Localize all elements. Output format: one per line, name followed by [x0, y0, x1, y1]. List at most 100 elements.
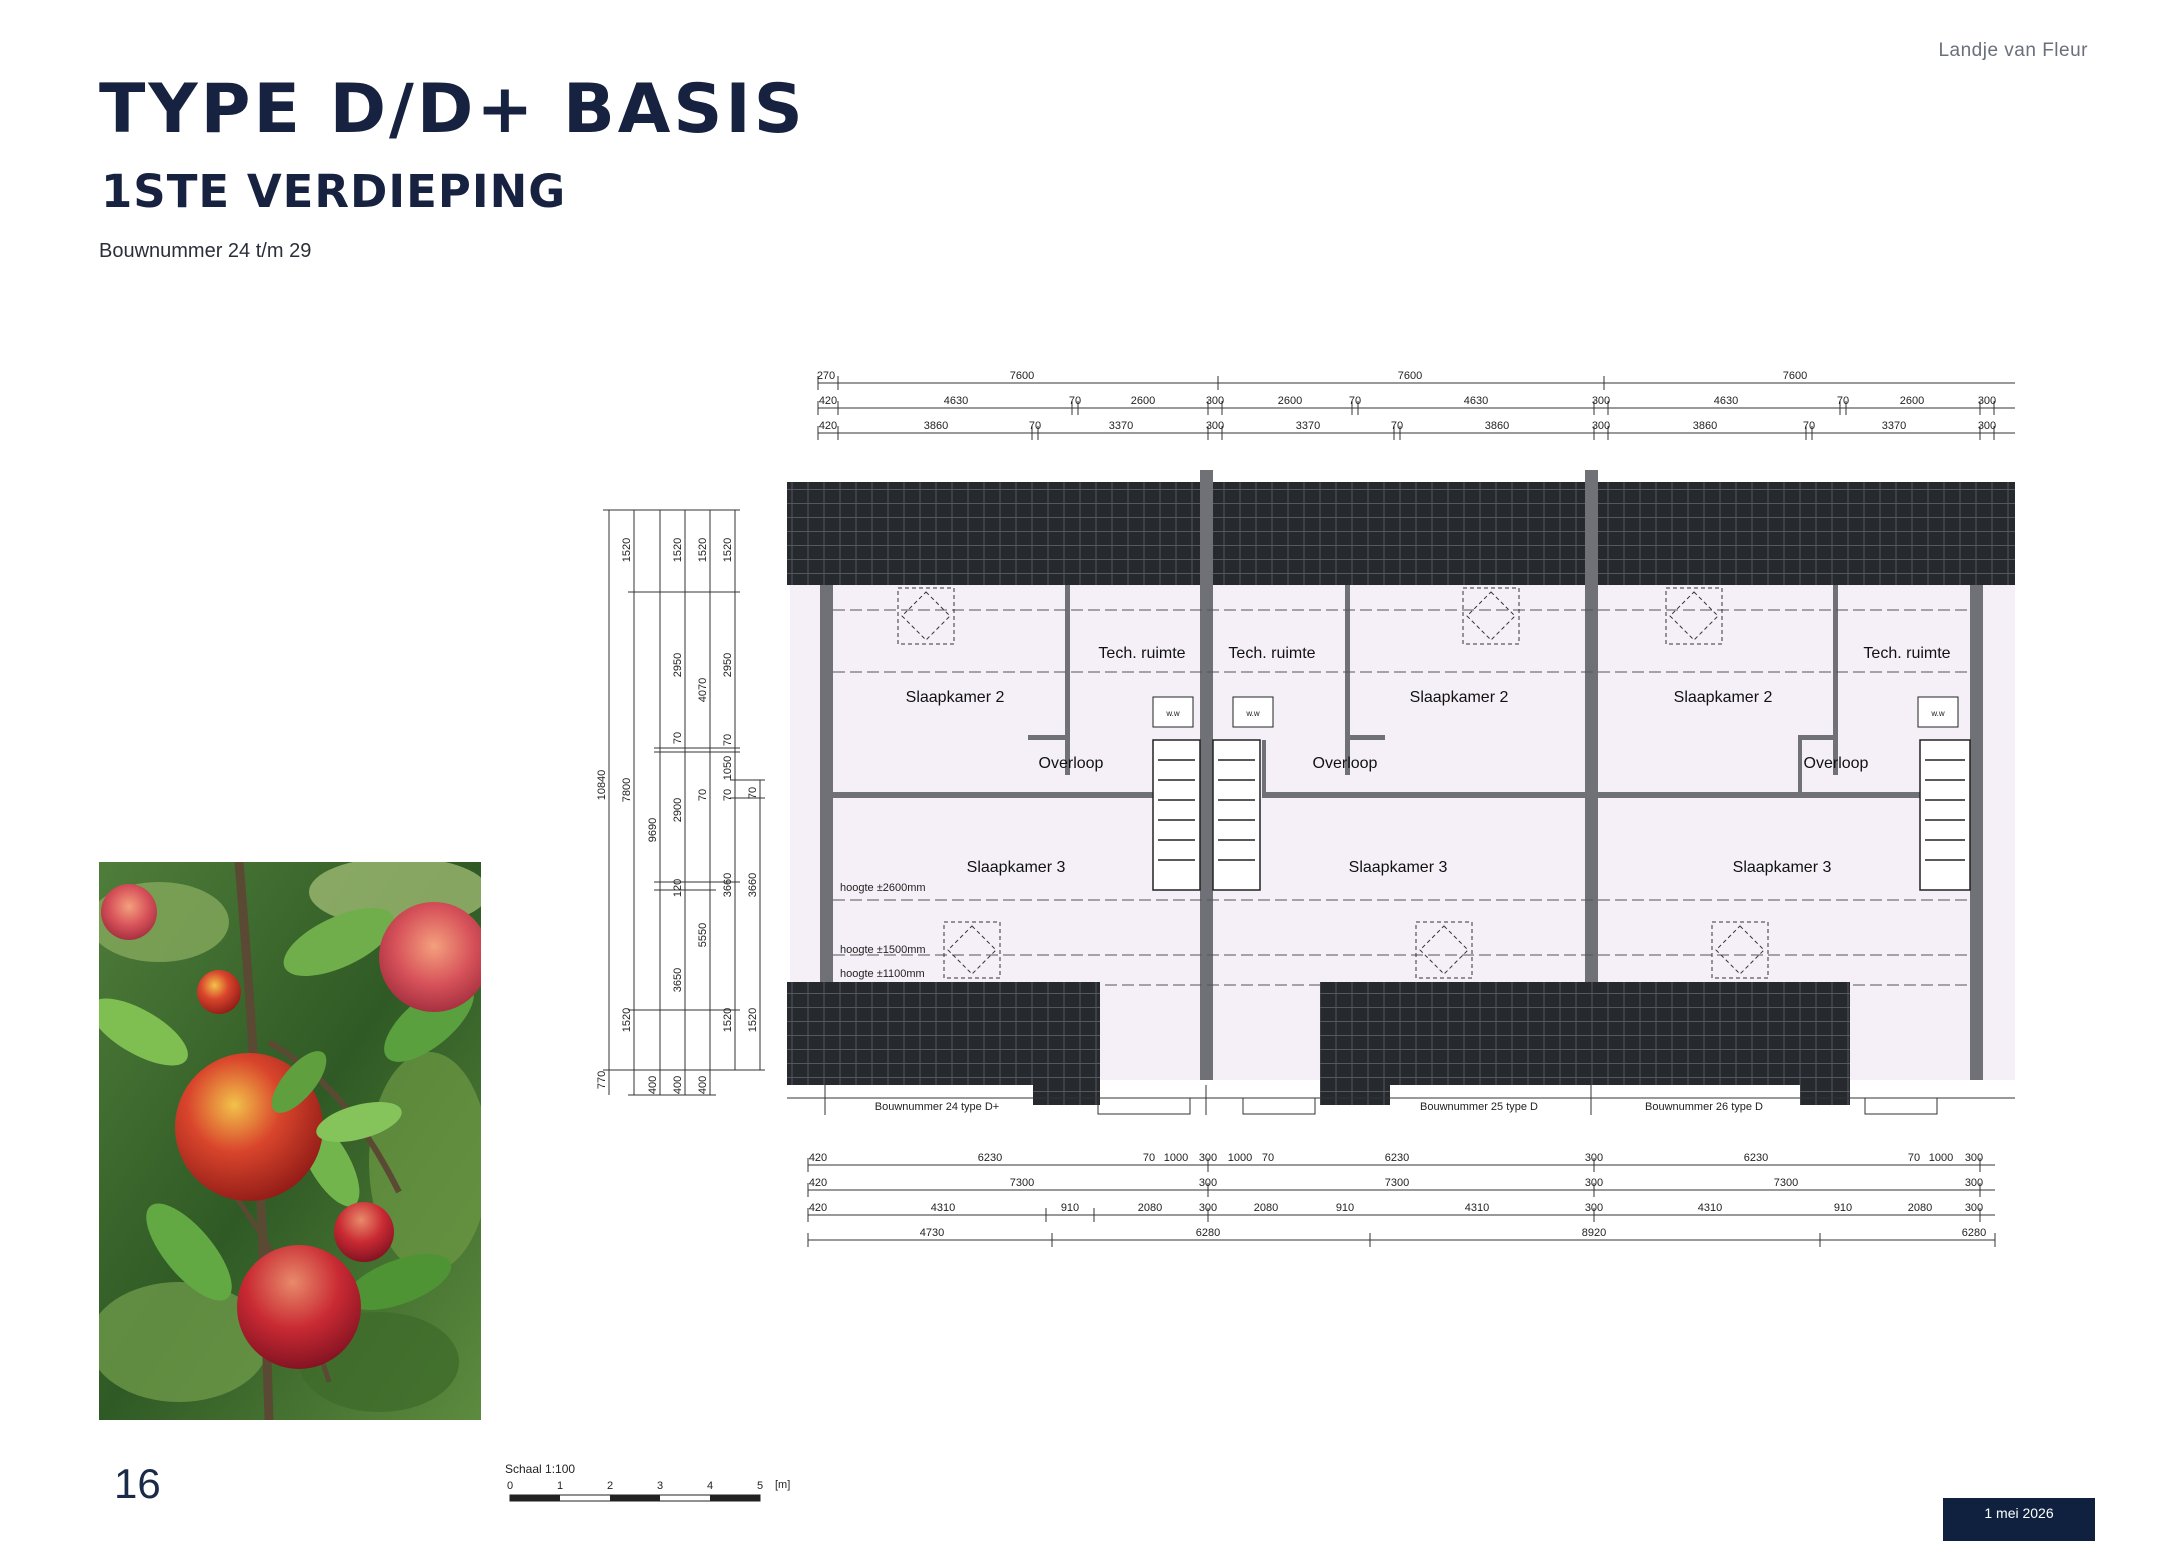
brand-name: Landje van Fleur: [1938, 40, 2088, 61]
apple-tree-photo: [99, 862, 481, 1420]
scale-tick-0: 0: [507, 1480, 513, 1492]
dim-left-1-0: 10840: [596, 770, 608, 801]
skylights: [897, 587, 1769, 979]
dim-top-3-2: 70: [1029, 420, 1041, 432]
dim-bot-1-0: 420: [809, 1152, 827, 1164]
ww-label-1: w.w: [1165, 709, 1180, 718]
dim-bot-2-4: 300: [1585, 1177, 1603, 1189]
dimensions-top: 270 7600 7600 7600 420 4630 70 2600 300 …: [817, 370, 2015, 440]
room-slaapkamer-2-b: Slaapkamer 2: [1410, 689, 1509, 706]
dim-left-6-5: 3660: [722, 873, 734, 897]
dim-bot-2-5: 7300: [1774, 1177, 1798, 1189]
scale-tick-2: 2: [607, 1480, 613, 1492]
dim-bot-2-0: 420: [809, 1177, 827, 1189]
roof-top: [787, 482, 2015, 585]
dim-left-2-2: 1520: [621, 1008, 633, 1032]
dim-left-5-2: 70: [697, 789, 709, 801]
dim-top-1-3: 7600: [1783, 370, 1807, 382]
ww-label-3: w.w: [1930, 709, 1945, 718]
ww-units: w.w w.w w.w: [1152, 696, 1959, 728]
room-tech-ruimte-3: Tech. ruimte: [1863, 645, 1950, 662]
dim-top-2-6: 70: [1349, 395, 1361, 407]
dim-top-3-4: 300: [1206, 420, 1224, 432]
dim-bot-3-0: 420: [809, 1202, 827, 1214]
dim-left-5-1: 4070: [697, 678, 709, 702]
dim-top-1-2: 7600: [1398, 370, 1422, 382]
dim-top-2-2: 70: [1069, 395, 1081, 407]
dim-bot-1-4: 300: [1199, 1152, 1217, 1164]
dim-left-4-1: 2950: [672, 653, 684, 677]
dim-top-3-9: 3860: [1693, 420, 1717, 432]
dim-top-3-8: 300: [1592, 420, 1610, 432]
dim-bot-1-2: 70: [1143, 1152, 1155, 1164]
dim-bot-1-1: 6230: [978, 1152, 1002, 1164]
dim-left-4-0: 1520: [672, 538, 684, 562]
dim-top-3-0: 420: [819, 420, 837, 432]
room-overloop-1: Overloop: [1039, 755, 1104, 772]
dim-bot-1-8: 300: [1585, 1152, 1603, 1164]
floor-plan-drawing: 270 7600 7600 7600 420 4630 70 2600 300 …: [596, 370, 2015, 1247]
dim-left-5-0: 1520: [697, 538, 709, 562]
bouwnummers-label: Bouwnummer 24 t/m 29: [99, 240, 312, 262]
dim-bot-2-3: 7300: [1385, 1177, 1409, 1189]
dim-left-6-6: 1520: [722, 1008, 734, 1032]
dim-bot-3-12: 300: [1965, 1202, 1983, 1214]
dim-left-4-3: 2900: [672, 798, 684, 822]
staircases: [1152, 739, 1971, 891]
dim-top-2-7: 4630: [1464, 395, 1488, 407]
scale-unit: [m]: [775, 1479, 790, 1491]
dimensions-left: 10840 770 1520 7800 1520 9690 400 1520 2…: [596, 509, 765, 1096]
dim-top-2-9: 4630: [1714, 395, 1738, 407]
scale-tick-3: 3: [657, 1480, 663, 1492]
dim-top-3-6: 70: [1391, 420, 1403, 432]
page-number: 16: [114, 1460, 161, 1507]
roof-bottom: [787, 982, 1850, 1105]
date-badge: 1 mei 2026: [1943, 1498, 2095, 1541]
dim-top-2-3: 2600: [1131, 395, 1155, 407]
dim-bot-3-5: 2080: [1254, 1202, 1278, 1214]
dim-left-6-2: 70: [722, 734, 734, 746]
room-slaapkamer-2-c: Slaapkamer 2: [1674, 689, 1773, 706]
room-slaapkamer-3-a: Slaapkamer 3: [967, 859, 1066, 876]
dim-left-5-3: 5550: [697, 923, 709, 947]
dim-bot-1-6: 70: [1262, 1152, 1274, 1164]
dim-bot-4-3: 6280: [1962, 1227, 1986, 1239]
dim-left-6-1: 2950: [722, 653, 734, 677]
page-title: TYPE D/D+ BASIS: [99, 70, 806, 149]
dim-bot-1-3: 1000: [1164, 1152, 1188, 1164]
dim-bot-3-6: 910: [1336, 1202, 1354, 1214]
facade: [787, 1085, 2015, 1115]
room-overloop-3: Overloop: [1804, 755, 1869, 772]
dim-bot-1-12: 300: [1965, 1152, 1983, 1164]
dim-bot-1-11: 1000: [1929, 1152, 1953, 1164]
dim-bot-4-1: 6280: [1196, 1227, 1220, 1239]
dim-top-2-8: 300: [1592, 395, 1610, 407]
dim-bot-1-5: 1000: [1228, 1152, 1252, 1164]
dim-top-3-3: 3370: [1109, 420, 1133, 432]
scale-tick-5: 5: [757, 1480, 763, 1492]
dim-left-7-2: 1520: [747, 1008, 759, 1032]
dimensions-bottom: 420 6230 70 1000 300 1000 70 6230 300 62…: [807, 1152, 1996, 1247]
dim-top-2-12: 300: [1978, 395, 1996, 407]
dim-top-2-10: 70: [1837, 395, 1849, 407]
dim-top-2-1: 4630: [944, 395, 968, 407]
dim-left-1-1: 770: [596, 1071, 608, 1089]
dim-left-4-5: 3650: [672, 968, 684, 992]
dim-left-6-3: 1050: [722, 756, 734, 780]
height-label-1100: hoogte ±1100mm: [840, 968, 925, 980]
dim-top-3-7: 3860: [1485, 420, 1509, 432]
dim-bot-2-1: 7300: [1010, 1177, 1034, 1189]
unit-label-25: Bouwnummer 25 type D: [1420, 1101, 1538, 1113]
dim-left-4-4: 120: [672, 879, 684, 897]
room-slaapkamer-2-a: Slaapkamer 2: [906, 689, 1005, 706]
dim-top-1-1: 7600: [1010, 370, 1034, 382]
dim-top-3-5: 3370: [1296, 420, 1320, 432]
dim-bot-3-1: 4310: [931, 1202, 955, 1214]
dim-left-4-6: 400: [672, 1076, 684, 1094]
height-label-1500: hoogte ±1500mm: [840, 944, 926, 956]
walls: [820, 470, 1983, 1080]
dim-left-7-1: 3660: [747, 873, 759, 897]
dim-bot-3-10: 910: [1834, 1202, 1852, 1214]
dim-bot-3-7: 4310: [1465, 1202, 1489, 1214]
dim-left-6-0: 1520: [722, 538, 734, 562]
